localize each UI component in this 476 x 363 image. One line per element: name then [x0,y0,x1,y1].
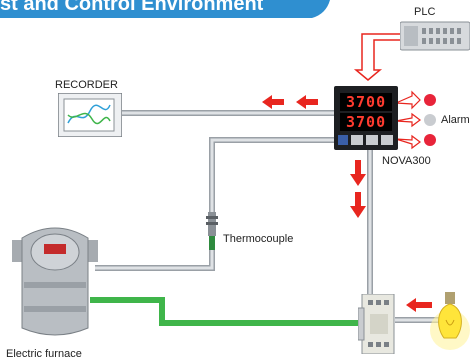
plc-device [400,21,470,51]
thermocouple-label: Thermocouple [223,233,294,245]
power-module [358,294,395,354]
alarm-lamps [424,94,436,146]
recorder-device [58,93,122,137]
recorder-label: RECORDER [55,79,118,91]
output-arrows-left [262,95,318,109]
banner-title: st and Control Environment [0,0,264,15]
bulb-arrow [406,298,432,312]
output-arrows-down [350,160,366,218]
alarm-label: Alarm [441,114,470,126]
mode-button[interactable] [338,135,348,145]
pv-value: 3700 [346,93,387,111]
pv-display: 3700 [340,93,392,111]
plc-label: PLC [414,6,436,18]
thermocouple-icon [206,212,218,250]
shift-button[interactable] [351,135,363,145]
title-banner [0,0,330,18]
furnace-label: Electric furnace [6,348,82,360]
sv-value: 3700 [346,113,387,131]
electric-furnace-icon [12,227,98,336]
down-button[interactable] [366,135,378,145]
sv-display: 3700 [340,113,392,131]
nova300-controller: 3700 3700 [334,86,398,150]
light-bulb-icon [430,292,470,350]
up-button[interactable] [381,135,393,145]
controller-label: NOVA300 [382,155,431,167]
